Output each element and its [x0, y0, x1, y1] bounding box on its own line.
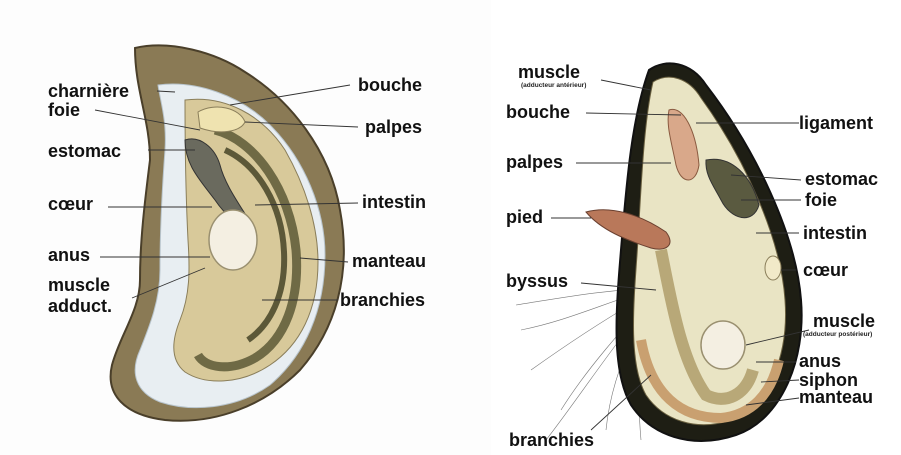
label-mussel-pied: pied	[506, 208, 543, 226]
label-muscle-anterieur-sub: (adducteur antérieur)	[521, 82, 586, 89]
label-muscle-posterieur-sub: (adducteur postérieur)	[803, 331, 872, 338]
oyster-illustration	[0, 0, 491, 455]
label-intestin: intestin	[362, 193, 426, 211]
label-mussel-intestin: intestin	[803, 224, 867, 242]
oyster-panel: charnière foie estomac cœur anus muscle …	[0, 0, 491, 455]
label-mussel-anus: anus	[799, 352, 841, 370]
label-mussel-manteau: manteau	[799, 388, 873, 406]
label-mussel-palpes: palpes	[506, 153, 563, 171]
label-mussel-coeur: cœur	[803, 261, 848, 279]
label-muscle-anterieur: muscle	[518, 63, 580, 81]
label-manteau: manteau	[352, 252, 426, 270]
label-mussel-branchies: branchies	[509, 431, 594, 449]
label-charniere: charnière	[48, 82, 129, 100]
label-coeur: cœur	[48, 195, 93, 213]
label-palpes: palpes	[365, 118, 422, 136]
label-branchies: branchies	[340, 291, 425, 309]
label-mussel-ligament: ligament	[799, 114, 873, 132]
mussel-heart	[765, 256, 781, 280]
label-mussel-bouche: bouche	[506, 103, 570, 121]
label-estomac: estomac	[48, 142, 121, 160]
label-muscle-adduct-2: adduct.	[48, 297, 112, 315]
label-mussel-estomac: estomac	[805, 170, 878, 188]
label-muscle-adduct-1: muscle	[48, 276, 110, 294]
label-foie: foie	[48, 101, 80, 119]
mussel-panel: muscle (adducteur antérieur) bouche palp…	[491, 0, 901, 455]
mussel-muscle-post	[701, 321, 745, 369]
label-bouche: bouche	[358, 76, 422, 94]
label-mussel-byssus: byssus	[506, 272, 568, 290]
label-anus: anus	[48, 246, 90, 264]
oyster-muscle	[209, 210, 257, 270]
label-mussel-foie: foie	[805, 191, 837, 209]
label-muscle-posterieur: muscle	[813, 312, 875, 330]
